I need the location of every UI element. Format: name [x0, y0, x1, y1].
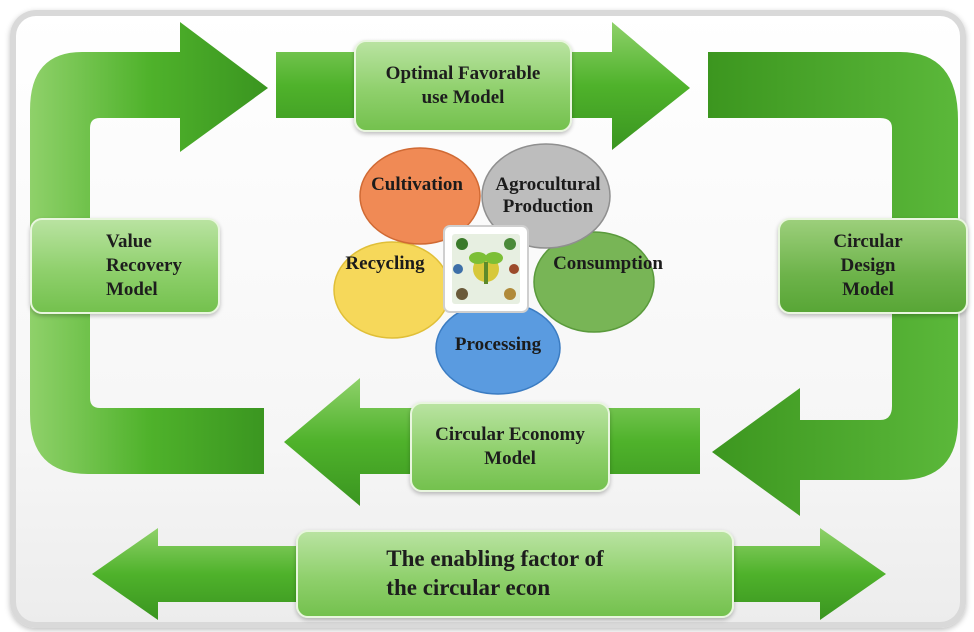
recycling-label: Recycling: [345, 253, 425, 274]
value-recovery-model-box: Value Recovery Model: [30, 218, 220, 314]
consumption-petal: [533, 231, 655, 333]
circular-design-model-label: Circular Design Model: [833, 231, 903, 300]
value-recovery-model-label: Value Recovery Model: [106, 231, 182, 300]
processing-label: Processing: [454, 334, 542, 355]
optimal-favorable-use-model-label: Optimal Favorable use Model: [385, 63, 541, 108]
enabling-factor-box: The enabling factor of the circular econ: [296, 530, 734, 618]
agricultural-production-label: Agrocultural Production: [495, 174, 601, 217]
agricultural-petal: [481, 143, 611, 249]
enabling-factor-label: The enabling factor of the circular econ: [386, 546, 604, 600]
consumption-label: Consumption: [553, 253, 663, 274]
circular-design-model-box: Circular Design Model: [778, 218, 968, 314]
optimal-favorable-use-model-box: Optimal Favorable use Model: [354, 40, 572, 132]
circular-economy-model-box: Circular Economy Model: [410, 402, 610, 492]
right-curve-arrow: [708, 52, 958, 516]
center-image: [443, 225, 529, 313]
cultivation-label: Cultivation: [371, 174, 463, 195]
cultivation-petal: [359, 147, 481, 245]
circular-economy-model-label: Circular Economy Model: [435, 424, 585, 469]
left-curve-arrow: [30, 22, 268, 474]
